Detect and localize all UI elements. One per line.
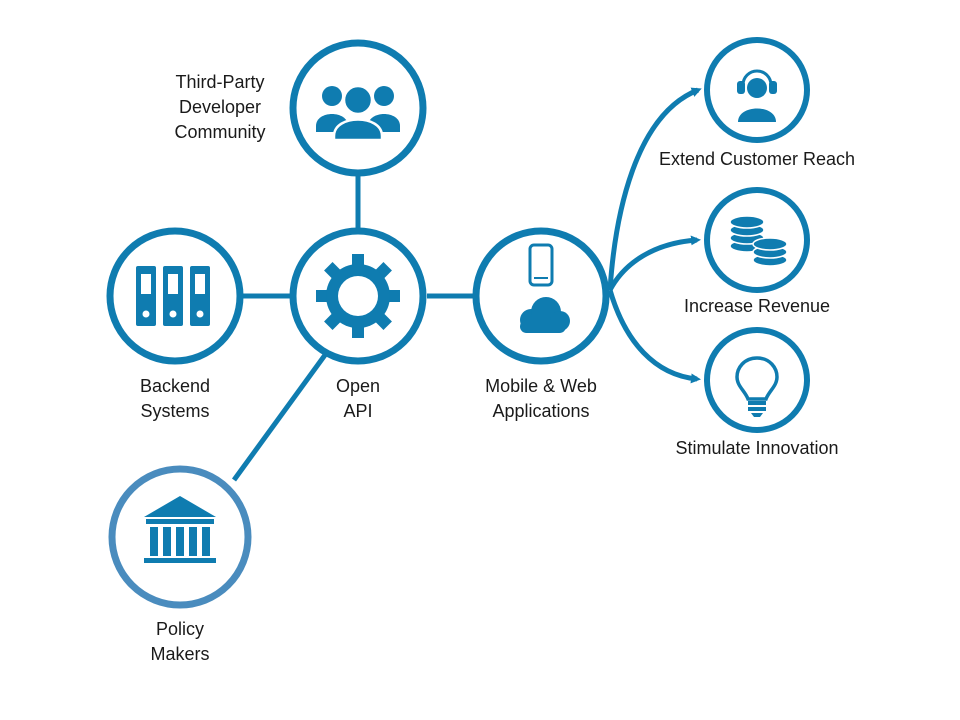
arrow-to-innovation	[607, 289, 701, 384]
customer-reach-label: Extend Customer Reach	[658, 149, 856, 169]
phone-icon	[528, 243, 554, 287]
apps-label-line-1: Mobile & Web	[485, 376, 597, 396]
binders-icon	[136, 266, 210, 326]
coins-icon	[729, 215, 788, 267]
gear-icon	[316, 254, 400, 338]
node-policy	[108, 465, 252, 609]
api-label-line-2: API	[343, 401, 373, 421]
backend-label-line-1: Backend	[139, 376, 211, 396]
apps-label: Mobile & Web Applications	[461, 374, 621, 424]
arrow-to-customer-reach	[607, 87, 702, 291]
community-label: Third-Party Developer Community	[150, 70, 290, 145]
node-community	[289, 39, 427, 177]
government-building-icon	[144, 496, 216, 563]
innovation-label: Stimulate Innovation	[675, 438, 839, 458]
revenue-label: Increase Revenue	[683, 296, 831, 316]
node-api	[289, 227, 427, 365]
lightbulb-icon	[735, 356, 779, 417]
outcome-innovation	[704, 327, 810, 433]
node-apps	[472, 227, 610, 365]
outcome-revenue	[704, 187, 810, 293]
policy-label: Policy Makers	[110, 617, 250, 667]
node-backend	[106, 227, 244, 365]
headset-person-icon	[737, 69, 777, 122]
outcome-customer-reach	[704, 37, 810, 143]
backend-label-line-2: Systems	[140, 401, 210, 421]
community-label-line-1: Third-Party	[175, 72, 265, 92]
backend-label: Backend Systems	[105, 374, 245, 424]
policy-label-line-1: Policy	[155, 619, 204, 639]
people-group-icon	[316, 84, 400, 142]
community-label-line-2: Developer	[178, 97, 262, 117]
policy-label-line-2: Makers	[150, 644, 210, 664]
connector-api-policy	[231, 353, 328, 482]
cloud-icon	[520, 297, 570, 333]
api-label: Open API	[298, 374, 418, 424]
apps-label-line-2: Applications	[492, 401, 590, 421]
community-label-line-3: Community	[174, 122, 266, 142]
arrow-to-revenue	[607, 235, 701, 292]
api-label-line-1: Open	[335, 376, 381, 396]
